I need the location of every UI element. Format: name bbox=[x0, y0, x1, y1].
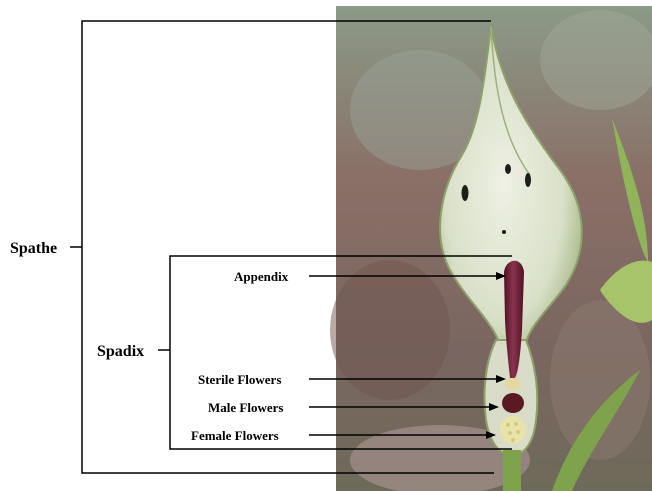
spathe-label: Spathe bbox=[10, 240, 57, 257]
sterile-flowers-organ bbox=[505, 378, 521, 390]
male-flowers-organ bbox=[502, 393, 524, 413]
spathe-spot bbox=[525, 173, 531, 187]
spadix-label: Spadix bbox=[97, 343, 144, 360]
sterile-flowers-label: Sterile Flowers bbox=[198, 372, 281, 387]
plant-photo bbox=[330, 6, 652, 491]
male-flowers-label: Male Flowers bbox=[208, 400, 283, 415]
stem bbox=[503, 450, 521, 491]
spathe-spot bbox=[505, 164, 511, 174]
spathe-spot bbox=[462, 185, 469, 201]
spathe-spot bbox=[502, 230, 506, 234]
female-flowers-label: Female Flowers bbox=[191, 428, 279, 443]
appendix-label: Appendix bbox=[234, 269, 289, 284]
